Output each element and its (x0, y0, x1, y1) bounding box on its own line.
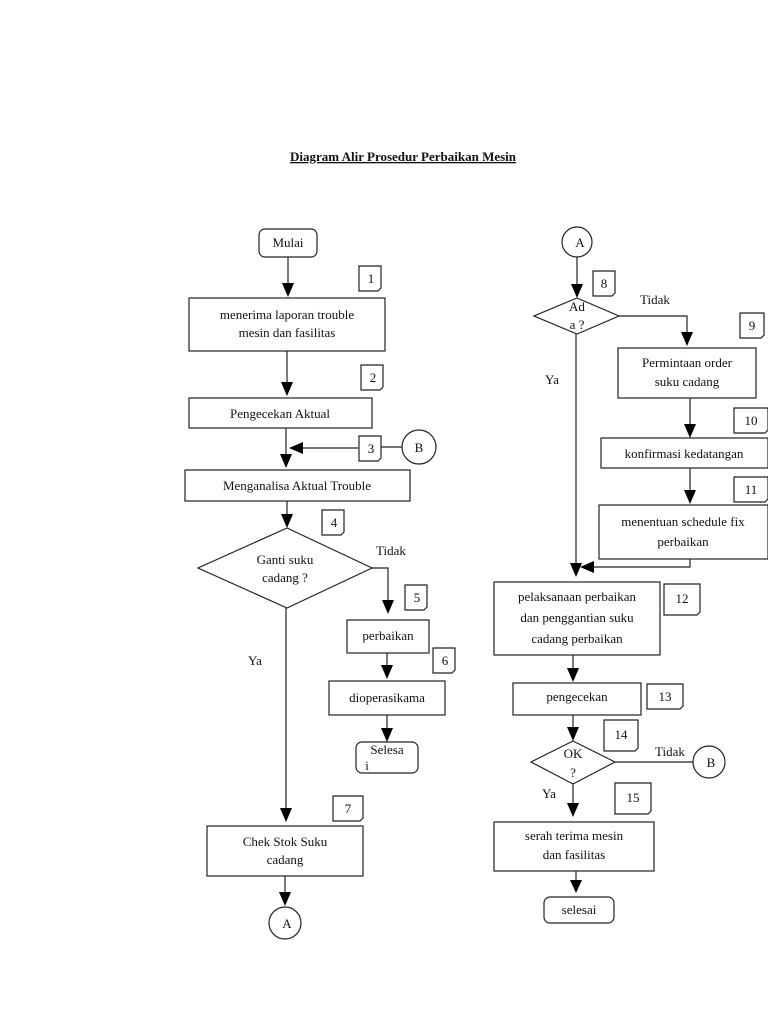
svg-text:3: 3 (368, 441, 375, 456)
decision-replace-spare-part[interactable]: Ganti suku cadang ? (196, 527, 374, 609)
process-schedule-repair[interactable]: menentuan schedule fix perbaikan (598, 504, 768, 560)
svg-text:suku cadang: suku cadang (655, 374, 720, 389)
process-check-spare-stock[interactable]: Chek Stok Suku cadang (206, 825, 364, 877)
svg-text:8: 8 (601, 276, 608, 291)
svg-text:mesin dan fasilitas: mesin dan fasilitas (239, 325, 336, 340)
svg-text:pengecekan: pengecekan (546, 689, 608, 704)
step-badge-6: 6 (432, 647, 456, 674)
svg-text:6: 6 (442, 653, 449, 668)
svg-text:cadang ?: cadang ? (262, 570, 308, 585)
svg-text:dioperasikama: dioperasikama (349, 690, 425, 705)
decision-4-yes-label: Ya (248, 653, 262, 668)
svg-text:9: 9 (749, 318, 756, 333)
step-badge-10: 10 (733, 407, 768, 434)
svg-text:konfirmasi kedatangan: konfirmasi kedatangan (625, 446, 744, 461)
process-receive-report[interactable]: menerima laporan trouble mesin dan fasil… (188, 297, 386, 352)
svg-text:Pengecekan Aktual: Pengecekan Aktual (230, 406, 330, 421)
decision-14-no-label: Tidak (655, 744, 685, 759)
connector-a-in[interactable]: A (561, 226, 593, 258)
svg-text:i: i (365, 758, 369, 773)
connector-a-out[interactable]: A (268, 906, 302, 940)
process-confirm-arrival[interactable]: konfirmasi kedatangan (600, 437, 768, 469)
step-badge-9: 9 (739, 312, 765, 339)
diagram-title: Diagram Alir Prosedur Perbaikan Mesin (290, 149, 517, 164)
decision-4-no-label: Tidak (376, 543, 406, 558)
svg-text:B: B (415, 440, 424, 455)
step-badge-3: 3 (358, 435, 382, 462)
svg-text:10: 10 (745, 413, 758, 428)
decision-spare-available[interactable]: Ad a ? (532, 297, 621, 335)
step-badge-1: 1 (358, 265, 382, 292)
process-execute-repair[interactable]: pelaksanaan perbaikan dan penggantian su… (493, 581, 661, 656)
step-badge-15: 15 (614, 782, 652, 815)
svg-text:Chek Stok Suku: Chek Stok Suku (243, 834, 328, 849)
step-badge-2: 2 (360, 364, 384, 391)
svg-text:14: 14 (615, 727, 629, 742)
process-operate[interactable]: dioperasikama (328, 680, 446, 716)
step-badge-11: 11 (733, 476, 768, 503)
svg-text:11: 11 (745, 482, 758, 497)
svg-text:perbaikan: perbaikan (362, 628, 414, 643)
decision-ok[interactable]: OK ? (529, 740, 617, 785)
svg-text:2: 2 (370, 370, 377, 385)
svg-text:a ?: a ? (570, 317, 585, 332)
svg-text:1: 1 (368, 271, 375, 286)
connector-b-in[interactable]: B (401, 429, 437, 465)
step-badge-8: 8 (592, 270, 616, 297)
svg-text:Menganalisa Aktual Trouble: Menganalisa Aktual Trouble (223, 478, 371, 493)
svg-text:selesai: selesai (562, 902, 597, 917)
step-badge-7: 7 (332, 795, 364, 822)
step-badge-13: 13 (646, 683, 684, 710)
process-analyze-trouble[interactable]: Menganalisa Aktual Trouble (184, 469, 411, 502)
svg-text:12: 12 (676, 591, 689, 606)
decision-14-yes-label: Ya (542, 786, 556, 801)
step-badge-14: 14 (603, 719, 639, 752)
svg-text:Permintaan order: Permintaan order (642, 355, 733, 370)
process-repair[interactable]: perbaikan (346, 619, 430, 654)
svg-text:4: 4 (331, 515, 338, 530)
step-badge-4: 4 (321, 509, 345, 536)
svg-text:serah terima mesin: serah terima mesin (525, 828, 624, 843)
start-terminator[interactable]: Mulai (258, 228, 318, 258)
svg-text:cadang: cadang (267, 852, 304, 867)
svg-text:dan fasilitas: dan fasilitas (543, 847, 605, 862)
svg-text:?: ? (570, 765, 576, 780)
svg-text:B: B (707, 755, 716, 770)
step-badge-5: 5 (404, 584, 428, 611)
svg-text:13: 13 (659, 689, 672, 704)
svg-text:A: A (575, 235, 585, 250)
svg-text:menerima laporan trouble: menerima laporan trouble (220, 307, 355, 322)
svg-text:15: 15 (627, 790, 640, 805)
svg-text:dan penggantian suku: dan penggantian suku (520, 610, 634, 625)
svg-text:pelaksanaan perbaikan: pelaksanaan perbaikan (518, 589, 637, 604)
svg-text:5: 5 (414, 590, 421, 605)
svg-text:perbaikan: perbaikan (657, 534, 709, 549)
process-actual-check[interactable]: Pengecekan Aktual (188, 397, 373, 429)
start-label: Mulai (272, 235, 303, 250)
svg-text:cadang perbaikan: cadang perbaikan (531, 631, 623, 646)
process-order-spare-part[interactable]: Permintaan order suku cadang (617, 347, 757, 399)
end-terminator-right[interactable]: selesai (543, 896, 615, 924)
svg-text:Ganti suku: Ganti suku (257, 552, 314, 567)
step-badge-12: 12 (663, 583, 701, 616)
decision-8-yes-label: Ya (545, 372, 559, 387)
svg-text:menentuan schedule fix: menentuan schedule fix (621, 514, 745, 529)
svg-text:Selesa: Selesa (370, 742, 403, 757)
svg-text:7: 7 (345, 801, 352, 816)
svg-text:OK: OK (564, 746, 583, 761)
process-inspection[interactable]: pengecekan (512, 682, 642, 716)
process-handover[interactable]: serah terima mesin dan fasilitas (493, 821, 655, 872)
connector-b-out[interactable]: B (692, 745, 726, 779)
end-terminator-left[interactable]: Selesa i (355, 741, 419, 774)
svg-text:A: A (282, 916, 292, 931)
svg-text:Ad: Ad (569, 299, 585, 314)
decision-8-no-label: Tidak (640, 292, 670, 307)
